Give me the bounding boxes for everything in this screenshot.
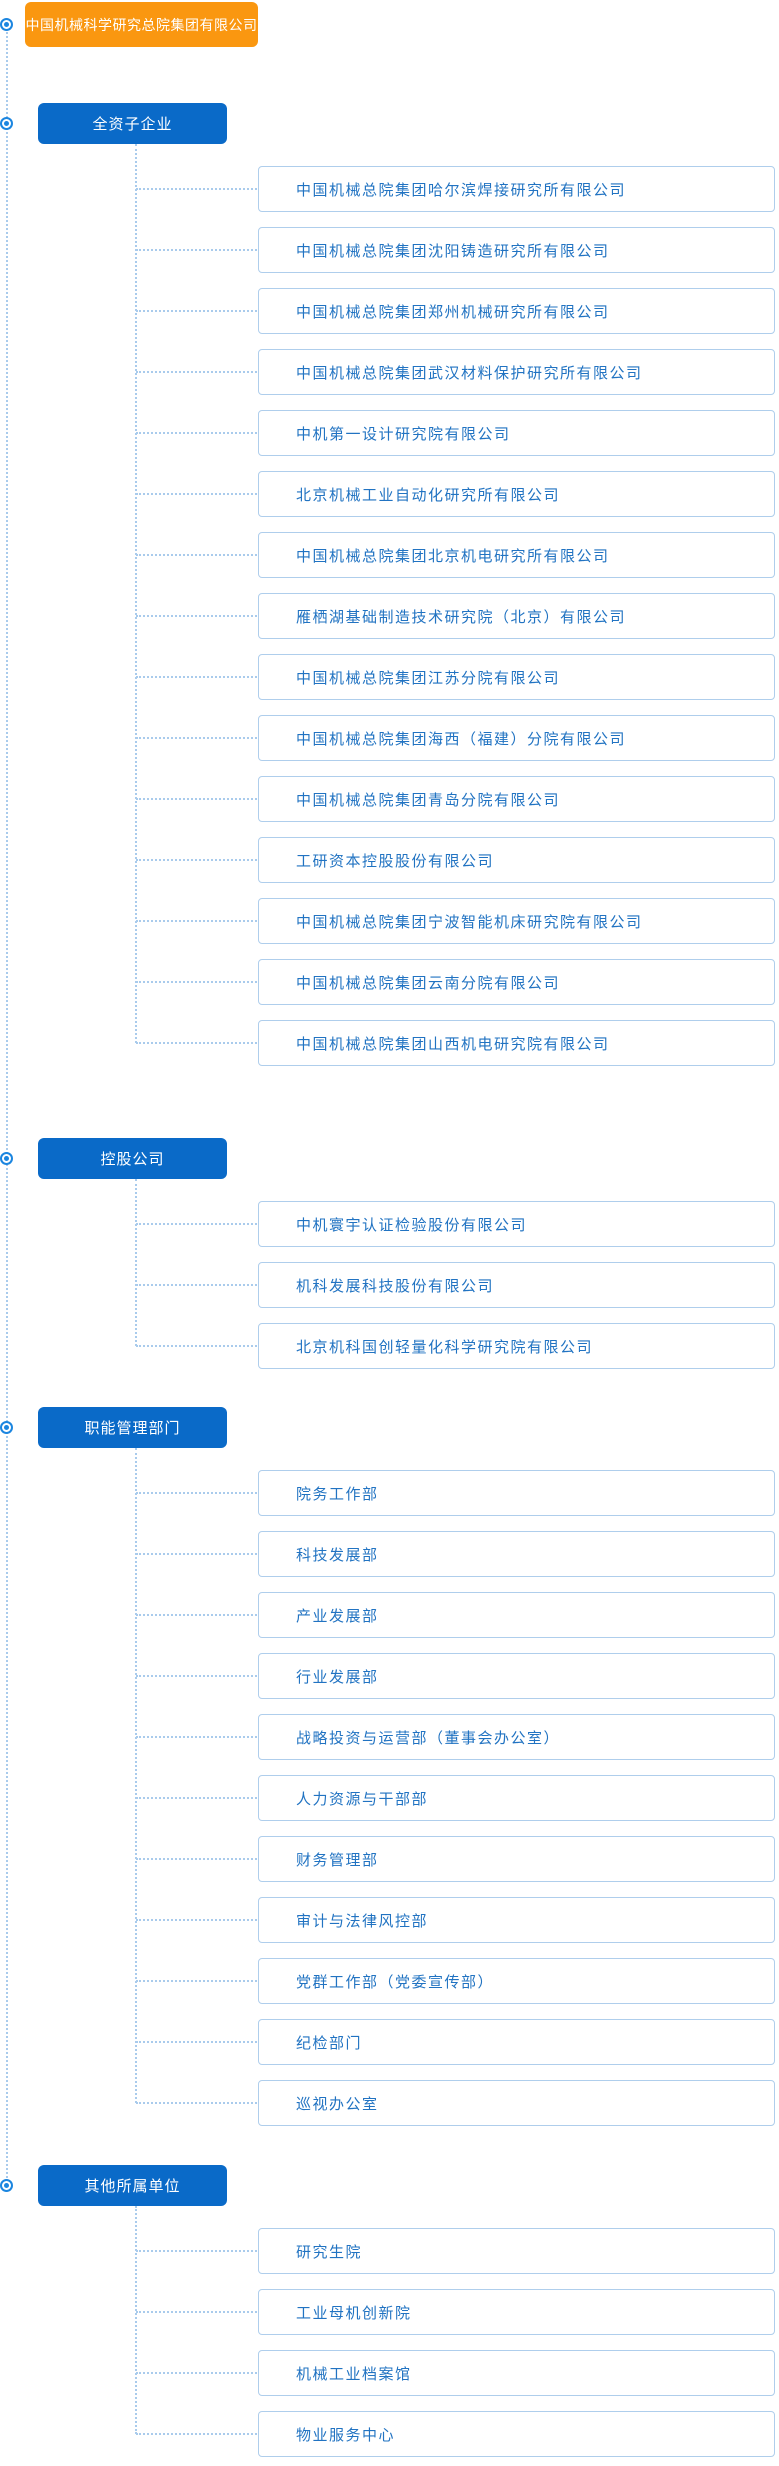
org-node[interactable]: 机械工业档案馆 <box>136 2350 775 2396</box>
org-node[interactable]: 人力资源与干部部 <box>136 1775 775 1821</box>
org-node[interactable]: 产业发展部 <box>136 1592 775 1638</box>
category-row: 职能管理部门 <box>0 1407 779 1448</box>
category-row: 全资子企业 <box>0 103 779 144</box>
org-node[interactable]: 中机第一设计研究院有限公司 <box>136 410 775 456</box>
node-bullet-icon <box>0 117 13 130</box>
org-node[interactable]: 研究生院 <box>136 2228 775 2274</box>
category-row: 其他所属单位 <box>0 2165 779 2206</box>
org-node[interactable]: 财务管理部 <box>136 1836 775 1882</box>
org-node[interactable]: 雁栖湖基础制造技术研究院（北京）有限公司 <box>136 593 775 639</box>
org-node[interactable]: 中国机械总院集团哈尔滨焊接研究所有限公司 <box>136 166 775 212</box>
section-holding-companies: 控股公司 中机寰宇认证检验股份有限公司 机科发展科技股份有限公司 北京机科国创轻… <box>0 1138 779 1369</box>
org-node[interactable]: 中国机械总院集团沈阳铸造研究所有限公司 <box>136 227 775 273</box>
org-node[interactable]: 中国机械总院集团青岛分院有限公司 <box>136 776 775 822</box>
org-node[interactable]: 中国机械总院集团云南分院有限公司 <box>136 959 775 1005</box>
root-row: 中国机械科学研究总院集团有限公司 <box>0 2 779 47</box>
org-node[interactable]: 物业服务中心 <box>136 2411 775 2457</box>
section-wholly-owned: 全资子企业 中国机械总院集团哈尔滨焊接研究所有限公司 中国机械总院集团沈阳铸造研… <box>0 103 779 1066</box>
category-node[interactable]: 全资子企业 <box>38 103 227 144</box>
org-node[interactable]: 科技发展部 <box>136 1531 775 1577</box>
tree-rail-line <box>6 24 8 2186</box>
node-bullet-icon <box>0 1152 13 1165</box>
item-list: 研究生院 工业母机创新院 机械工业档案馆 物业服务中心 <box>134 2206 775 2457</box>
org-node[interactable]: 纪检部门 <box>136 2019 775 2065</box>
org-node[interactable]: 工研资本控股股份有限公司 <box>136 837 775 883</box>
category-node[interactable]: 其他所属单位 <box>38 2165 227 2206</box>
category-row: 控股公司 <box>0 1138 779 1179</box>
org-node[interactable]: 审计与法律风控部 <box>136 1897 775 1943</box>
section-functional-departments: 职能管理部门 院务工作部 科技发展部 产业发展部 行业发展部 战略投资与运营部（… <box>0 1407 779 2126</box>
item-list: 中机寰宇认证检验股份有限公司 机科发展科技股份有限公司 北京机科国创轻量化科学研… <box>134 1179 775 1369</box>
org-node[interactable]: 中国机械总院集团郑州机械研究所有限公司 <box>136 288 775 334</box>
root-node[interactable]: 中国机械科学研究总院集团有限公司 <box>25 2 258 47</box>
org-node[interactable]: 中机寰宇认证检验股份有限公司 <box>136 1201 775 1247</box>
node-bullet-icon <box>0 1421 13 1434</box>
org-node[interactable]: 工业母机创新院 <box>136 2289 775 2335</box>
section-other-units: 其他所属单位 研究生院 工业母机创新院 机械工业档案馆 物业服务中心 <box>0 2165 779 2457</box>
item-list: 院务工作部 科技发展部 产业发展部 行业发展部 战略投资与运营部（董事会办公室）… <box>134 1448 775 2126</box>
org-node[interactable]: 院务工作部 <box>136 1470 775 1516</box>
org-node[interactable]: 中国机械总院集团江苏分院有限公司 <box>136 654 775 700</box>
node-bullet-icon <box>0 18 13 31</box>
node-bullet-icon <box>0 2179 13 2192</box>
org-node[interactable]: 中国机械总院集团武汉材料保护研究所有限公司 <box>136 349 775 395</box>
org-node[interactable]: 中国机械总院集团宁波智能机床研究院有限公司 <box>136 898 775 944</box>
item-list: 中国机械总院集团哈尔滨焊接研究所有限公司 中国机械总院集团沈阳铸造研究所有限公司… <box>134 144 775 1066</box>
org-node[interactable]: 巡视办公室 <box>136 2080 775 2126</box>
org-node[interactable]: 北京机科国创轻量化科学研究院有限公司 <box>136 1323 775 1369</box>
org-node[interactable]: 机科发展科技股份有限公司 <box>136 1262 775 1308</box>
org-node[interactable]: 战略投资与运营部（董事会办公室） <box>136 1714 775 1760</box>
org-node[interactable]: 党群工作部（党委宣传部） <box>136 1958 775 2004</box>
org-node[interactable]: 行业发展部 <box>136 1653 775 1699</box>
org-node[interactable]: 中国机械总院集团海西（福建）分院有限公司 <box>136 715 775 761</box>
org-node[interactable]: 北京机械工业自动化研究所有限公司 <box>136 471 775 517</box>
category-node[interactable]: 职能管理部门 <box>38 1407 227 1448</box>
org-node[interactable]: 中国机械总院集团北京机电研究所有限公司 <box>136 532 775 578</box>
org-node[interactable]: 中国机械总院集团山西机电研究院有限公司 <box>136 1020 775 1066</box>
category-node[interactable]: 控股公司 <box>38 1138 227 1179</box>
